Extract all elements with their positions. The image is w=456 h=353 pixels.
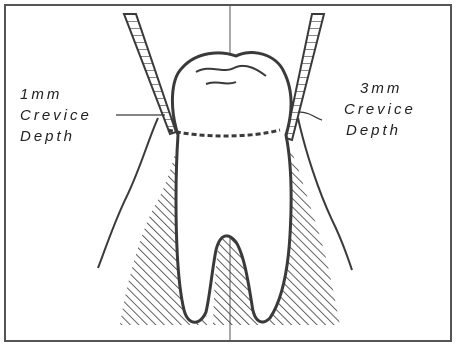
- right-leader-line: [298, 112, 322, 120]
- right-probe: [286, 14, 324, 140]
- left-label-depth: Depth: [20, 128, 75, 146]
- right-label-depth: Depth: [346, 122, 401, 140]
- right-label-measure: 3mm: [360, 80, 402, 98]
- left-label-crevice: Crevice: [20, 107, 92, 125]
- left-label-measure: 1mm: [20, 86, 62, 104]
- right-label-crevice: Crevice: [344, 101, 416, 119]
- left-probe: [124, 14, 176, 134]
